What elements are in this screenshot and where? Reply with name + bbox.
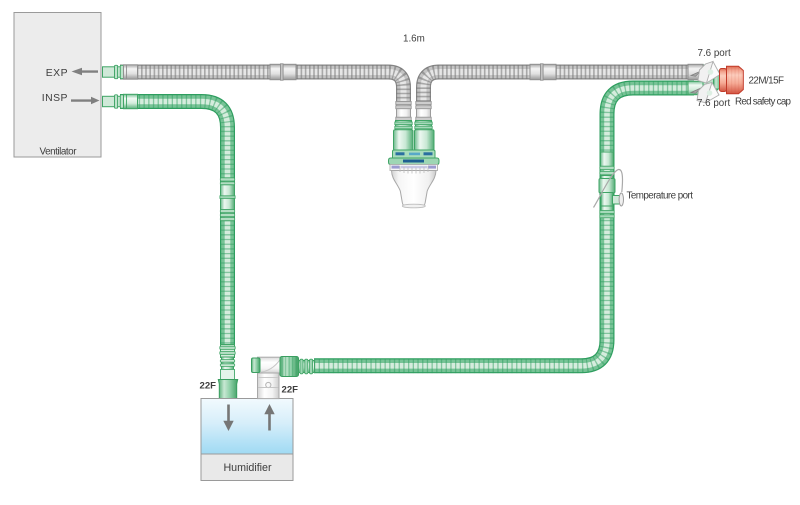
svg-text:Ventilator: Ventilator	[40, 147, 78, 158]
svg-text:22M/15F: 22M/15F	[749, 75, 785, 86]
svg-text:EXP: EXP	[46, 68, 68, 79]
svg-text:1.6m: 1.6m	[403, 34, 425, 45]
svg-text:7.6 port: 7.6 port	[698, 48, 732, 59]
svg-text:22F: 22F	[200, 381, 217, 392]
svg-text:22F: 22F	[282, 385, 299, 396]
svg-text:Temperature port: Temperature port	[627, 191, 694, 202]
svg-text:7.6 port: 7.6 port	[697, 98, 731, 109]
svg-text:INSP: INSP	[42, 93, 68, 104]
svg-text:Humidifier: Humidifier	[223, 462, 272, 474]
svg-text:Red safety cap: Red safety cap	[735, 97, 792, 108]
